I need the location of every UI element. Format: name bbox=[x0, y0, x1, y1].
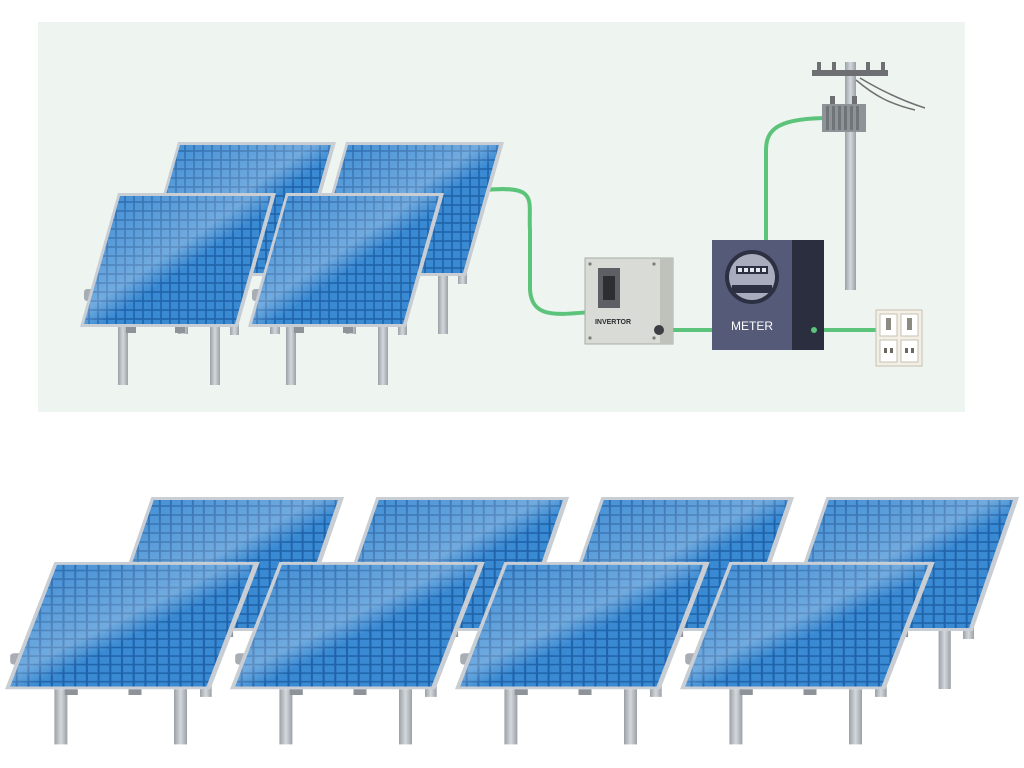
utility-pole-icon bbox=[812, 62, 926, 290]
meter-icon: METER bbox=[712, 240, 824, 350]
inverter-label: INVERTOR bbox=[595, 319, 631, 326]
outlet-icon bbox=[875, 309, 923, 367]
bottom-solar-array bbox=[5, 497, 1020, 745]
cables bbox=[483, 116, 878, 332]
solar-panel-icon bbox=[5, 562, 260, 745]
inverter-icon: INVERTOR bbox=[584, 257, 674, 345]
meter-label: METER bbox=[731, 319, 773, 333]
